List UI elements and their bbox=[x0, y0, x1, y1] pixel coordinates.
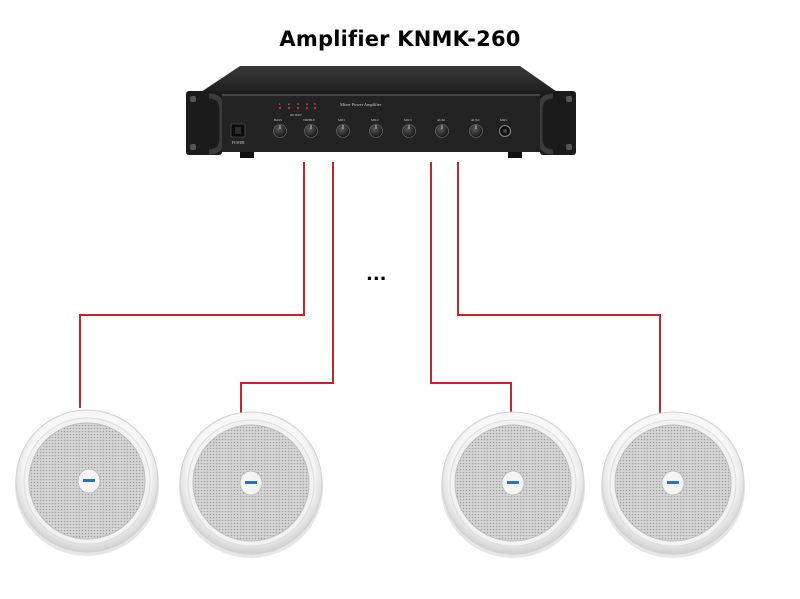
meter-tick: 2 bbox=[288, 102, 290, 106]
knob-icon[interactable] bbox=[273, 124, 287, 138]
knob-label-aux2: AUX2 bbox=[471, 118, 480, 122]
knob-label-mic3: MIC3 bbox=[404, 118, 412, 122]
ceiling-speaker bbox=[441, 411, 585, 558]
wire-speaker-1 bbox=[79, 162, 305, 408]
knob-icon[interactable] bbox=[336, 124, 350, 138]
power-switch-icon[interactable] bbox=[230, 123, 246, 138]
ceiling-speaker bbox=[15, 409, 159, 556]
ceiling-speaker bbox=[179, 411, 323, 558]
speaker-wires bbox=[79, 162, 661, 413]
knob-label-mic1: MIC1 bbox=[338, 118, 346, 122]
knob-icon[interactable] bbox=[304, 124, 318, 138]
mic-input-label: MIC1 bbox=[500, 118, 508, 122]
diagram-title: Amplifier KNMK-260 bbox=[279, 27, 521, 51]
wire-speaker-3 bbox=[430, 162, 512, 413]
ceiling-speaker bbox=[601, 411, 745, 558]
more-speakers-ellipsis: ... bbox=[366, 264, 387, 285]
amplifier: POWER 1 2 3 4 5 OUTPUT Mixer Power Ampli… bbox=[186, 66, 576, 158]
knob-icon[interactable] bbox=[369, 124, 383, 138]
knob-label-mic2: MIC2 bbox=[371, 118, 379, 122]
meter-tick: 3 bbox=[297, 102, 299, 106]
wire-speaker-2 bbox=[240, 162, 334, 413]
knob-label-treble: TREBLE bbox=[303, 118, 315, 122]
power-label: POWER bbox=[232, 141, 245, 145]
mic-input-jack-icon[interactable] bbox=[499, 125, 511, 137]
knob-icon[interactable] bbox=[435, 124, 449, 138]
meter-tick: 1 bbox=[279, 102, 281, 106]
meter-tick: 4 bbox=[306, 102, 308, 106]
knob-icon[interactable] bbox=[402, 124, 416, 138]
meter-label: OUTPUT bbox=[290, 113, 302, 117]
knob-icon[interactable] bbox=[469, 124, 483, 138]
knob-label-bass: BASS bbox=[274, 118, 282, 122]
meter-tick: 5 bbox=[314, 102, 316, 106]
model-label: Mixer Power Amplifier bbox=[340, 102, 382, 107]
knob-label-aux1: AUX1 bbox=[437, 118, 446, 122]
wire-speaker-4 bbox=[457, 162, 661, 413]
output-meter: 1 2 3 4 5 OUTPUT bbox=[278, 102, 317, 117]
